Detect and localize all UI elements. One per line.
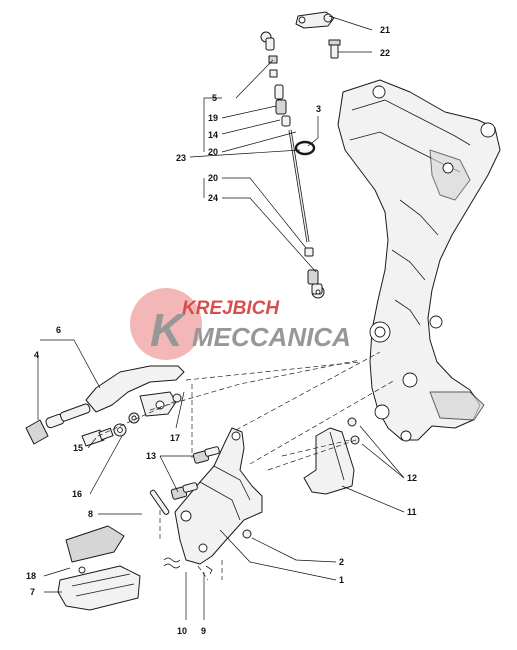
leader-lines <box>37 15 405 620</box>
shift-lever <box>25 365 185 445</box>
callout-3: 3 <box>316 104 321 114</box>
callout-16: 16 <box>72 489 82 499</box>
callout-5: 5 <box>212 93 217 103</box>
callout-22: 22 <box>380 48 390 58</box>
watermark-line1: KREJBICH <box>182 298 280 319</box>
watermark-logo: K KREJBICH MECCANICA <box>130 288 351 360</box>
callout-20b: 20 <box>208 173 218 183</box>
callout-20a: 20 <box>208 147 218 157</box>
callout-15: 15 <box>73 443 83 453</box>
watermark-logo-letter: K <box>150 304 186 356</box>
callout-6: 6 <box>56 325 61 335</box>
callout-9: 9 <box>201 626 206 636</box>
assembly-lines <box>97 351 396 581</box>
callout-10: 10 <box>177 626 187 636</box>
heel-guard <box>303 417 360 495</box>
footpeg-bracket <box>149 427 263 575</box>
callout-24: 24 <box>208 193 218 203</box>
callout-13: 13 <box>146 451 156 461</box>
callout-21: 21 <box>380 25 390 35</box>
callout-1: 1 <box>339 575 344 585</box>
callout-labels: 21 22 5 19 14 20 23 3 20 24 6 4 17 15 16… <box>26 25 417 636</box>
callout-7: 7 <box>30 587 35 597</box>
callout-8: 8 <box>88 509 93 519</box>
watermark-line2: MECCANICA <box>192 322 351 352</box>
callout-17: 17 <box>170 433 180 443</box>
callout-18: 18 <box>26 571 36 581</box>
callout-12: 12 <box>407 473 417 483</box>
callout-2: 2 <box>339 557 344 567</box>
fastener-set <box>81 412 140 447</box>
callout-14: 14 <box>208 130 218 140</box>
callout-19: 19 <box>208 113 218 123</box>
footpeg <box>57 525 141 611</box>
frame-bracket <box>337 79 501 442</box>
callout-11: 11 <box>407 507 417 517</box>
callout-23: 23 <box>176 153 186 163</box>
callout-4: 4 <box>34 350 39 360</box>
